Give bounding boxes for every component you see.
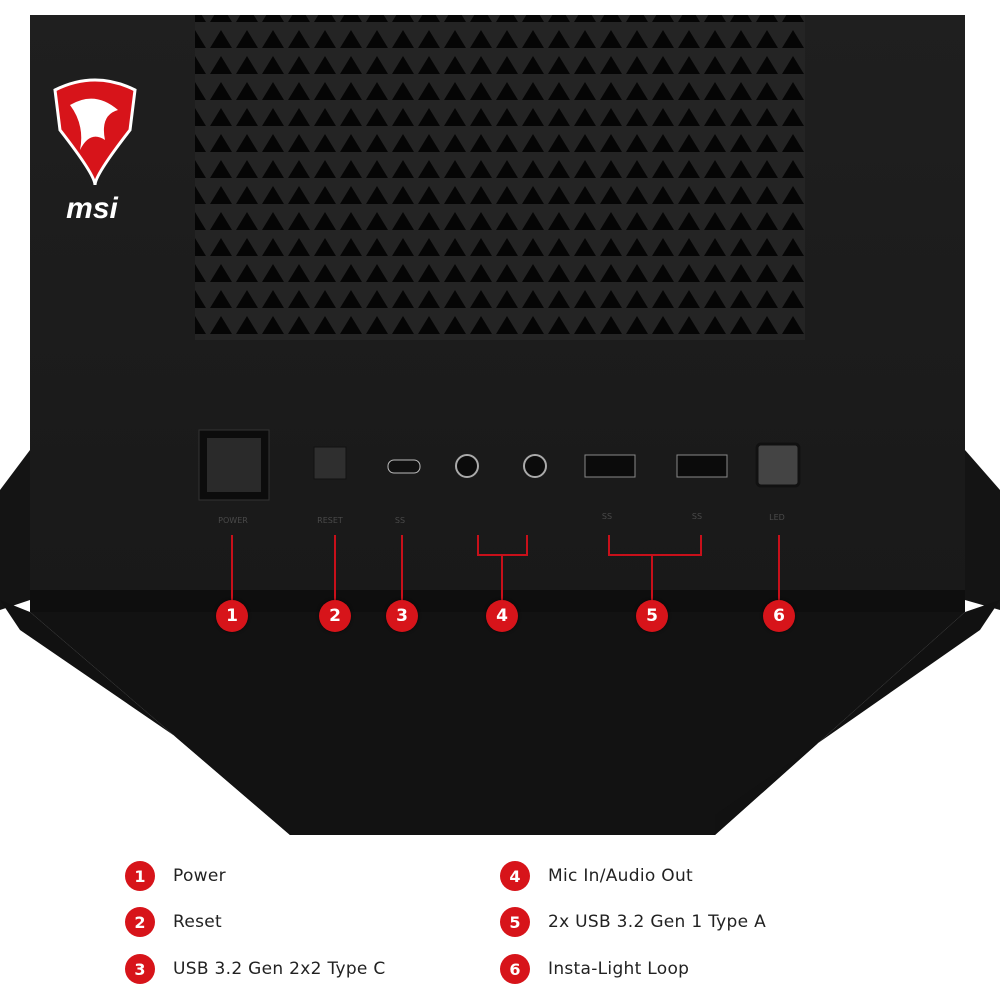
legend-number: 5 (500, 907, 530, 937)
led-button (755, 442, 801, 488)
legend-number: 4 (500, 861, 530, 891)
callout-marker-2: 2 (319, 600, 351, 632)
usbc-port-label: SS (394, 516, 406, 525)
legend-item: 1 Power (125, 859, 226, 893)
usb-a-port-2 (676, 454, 728, 478)
legend-label: USB 3.2 Gen 2x2 Type C (173, 959, 386, 979)
legend-item: 6 Insta-Light Loop (500, 952, 689, 986)
usba2-port-label: SS (691, 512, 703, 521)
legend-item: 3 USB 3.2 Gen 2x2 Type C (125, 952, 386, 986)
case-base (30, 612, 965, 835)
reset-port-label: RESET (317, 516, 343, 525)
legend-label: Reset (173, 912, 222, 932)
usb-a-port-1 (584, 454, 636, 478)
callout-marker-5: 5 (636, 600, 668, 632)
reset-button (313, 446, 347, 480)
svg-text:msi: msi (66, 192, 118, 225)
right-side-panel (965, 450, 1000, 610)
left-side-panel (0, 450, 30, 610)
legend-number: 2 (125, 907, 155, 937)
led-port-label: LED (769, 513, 785, 522)
legend-number: 6 (500, 954, 530, 984)
legend-label: 2x USB 3.2 Gen 1 Type A (548, 912, 767, 932)
callout-lines (231, 535, 780, 600)
msi-logo: msi (53, 78, 137, 225)
legend-label: Insta-Light Loop (548, 959, 690, 979)
legend-number: 1 (125, 861, 155, 891)
vent-grille (195, 15, 805, 340)
mic-in-jack (523, 454, 547, 478)
callout-marker-1: 1 (216, 600, 248, 632)
usb-c-port (387, 459, 421, 474)
legend-label: Power (173, 866, 226, 886)
legend-item: 4 Mic In/Audio Out (500, 859, 693, 893)
audio-out-jack (455, 454, 479, 478)
legend-item: 5 2x USB 3.2 Gen 1 Type A (500, 905, 766, 939)
callout-marker-3: 3 (386, 600, 418, 632)
legend-label: Mic In/Audio Out (548, 866, 693, 886)
power-port-label: POWER (218, 516, 248, 525)
legend-number: 3 (125, 954, 155, 984)
usba1-port-label: SS (601, 512, 613, 521)
callout-marker-4: 4 (486, 600, 518, 632)
legend-item: 2 Reset (125, 905, 222, 939)
callout-marker-6: 6 (763, 600, 795, 632)
